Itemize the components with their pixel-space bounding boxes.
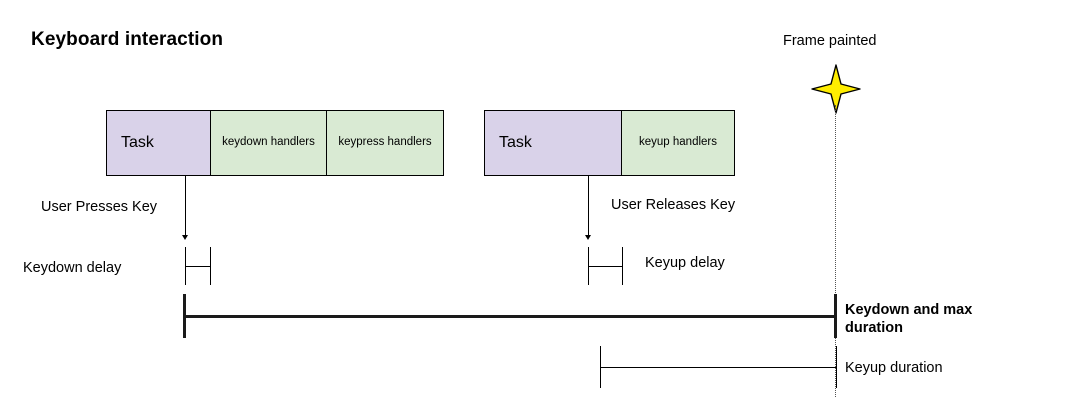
keyup-delay-span xyxy=(588,266,623,268)
keypress-handlers-label: keypress handlers xyxy=(338,136,432,149)
keydown-delay-label: Keydown delay xyxy=(23,260,122,276)
four-point-star-icon xyxy=(810,63,862,115)
frame-painted-label: Frame painted xyxy=(783,32,877,50)
user-releases-key-pointer-line xyxy=(588,176,590,238)
keyup-handlers-label: keyup handlers xyxy=(639,136,717,149)
user-releases-key-arrowhead xyxy=(585,235,591,240)
frame-painted-guideline xyxy=(835,105,836,397)
keydown-handlers-box[interactable]: keydown handlers xyxy=(210,110,327,176)
page-title: Keyboard interaction xyxy=(31,29,224,50)
user-presses-key-arrowhead xyxy=(182,235,188,240)
keydown-delay-span xyxy=(185,266,211,268)
keyup-duration-label: Keyup duration xyxy=(845,360,943,376)
keyup-handlers-box[interactable]: keyup handlers xyxy=(621,110,735,176)
keydown-handlers-label: keydown handlers xyxy=(222,136,315,149)
task-box-2[interactable]: Task xyxy=(484,110,622,176)
keydown-max-duration-label: Keydown and max duration xyxy=(845,302,973,337)
keyup-delay-label: Keyup delay xyxy=(645,255,725,271)
user-releases-key-label: User Releases Key xyxy=(611,197,736,213)
task-box-1[interactable]: Task xyxy=(106,110,211,176)
frame-painted-text: Frame painted xyxy=(783,33,877,49)
keydown-max-duration-span xyxy=(183,315,836,319)
user-presses-key-pointer-line xyxy=(185,176,187,238)
keypress-handlers-box[interactable]: keypress handlers xyxy=(326,110,444,176)
keyup-duration-span xyxy=(600,367,837,369)
user-presses-key-label: User Presses Key xyxy=(41,199,158,215)
